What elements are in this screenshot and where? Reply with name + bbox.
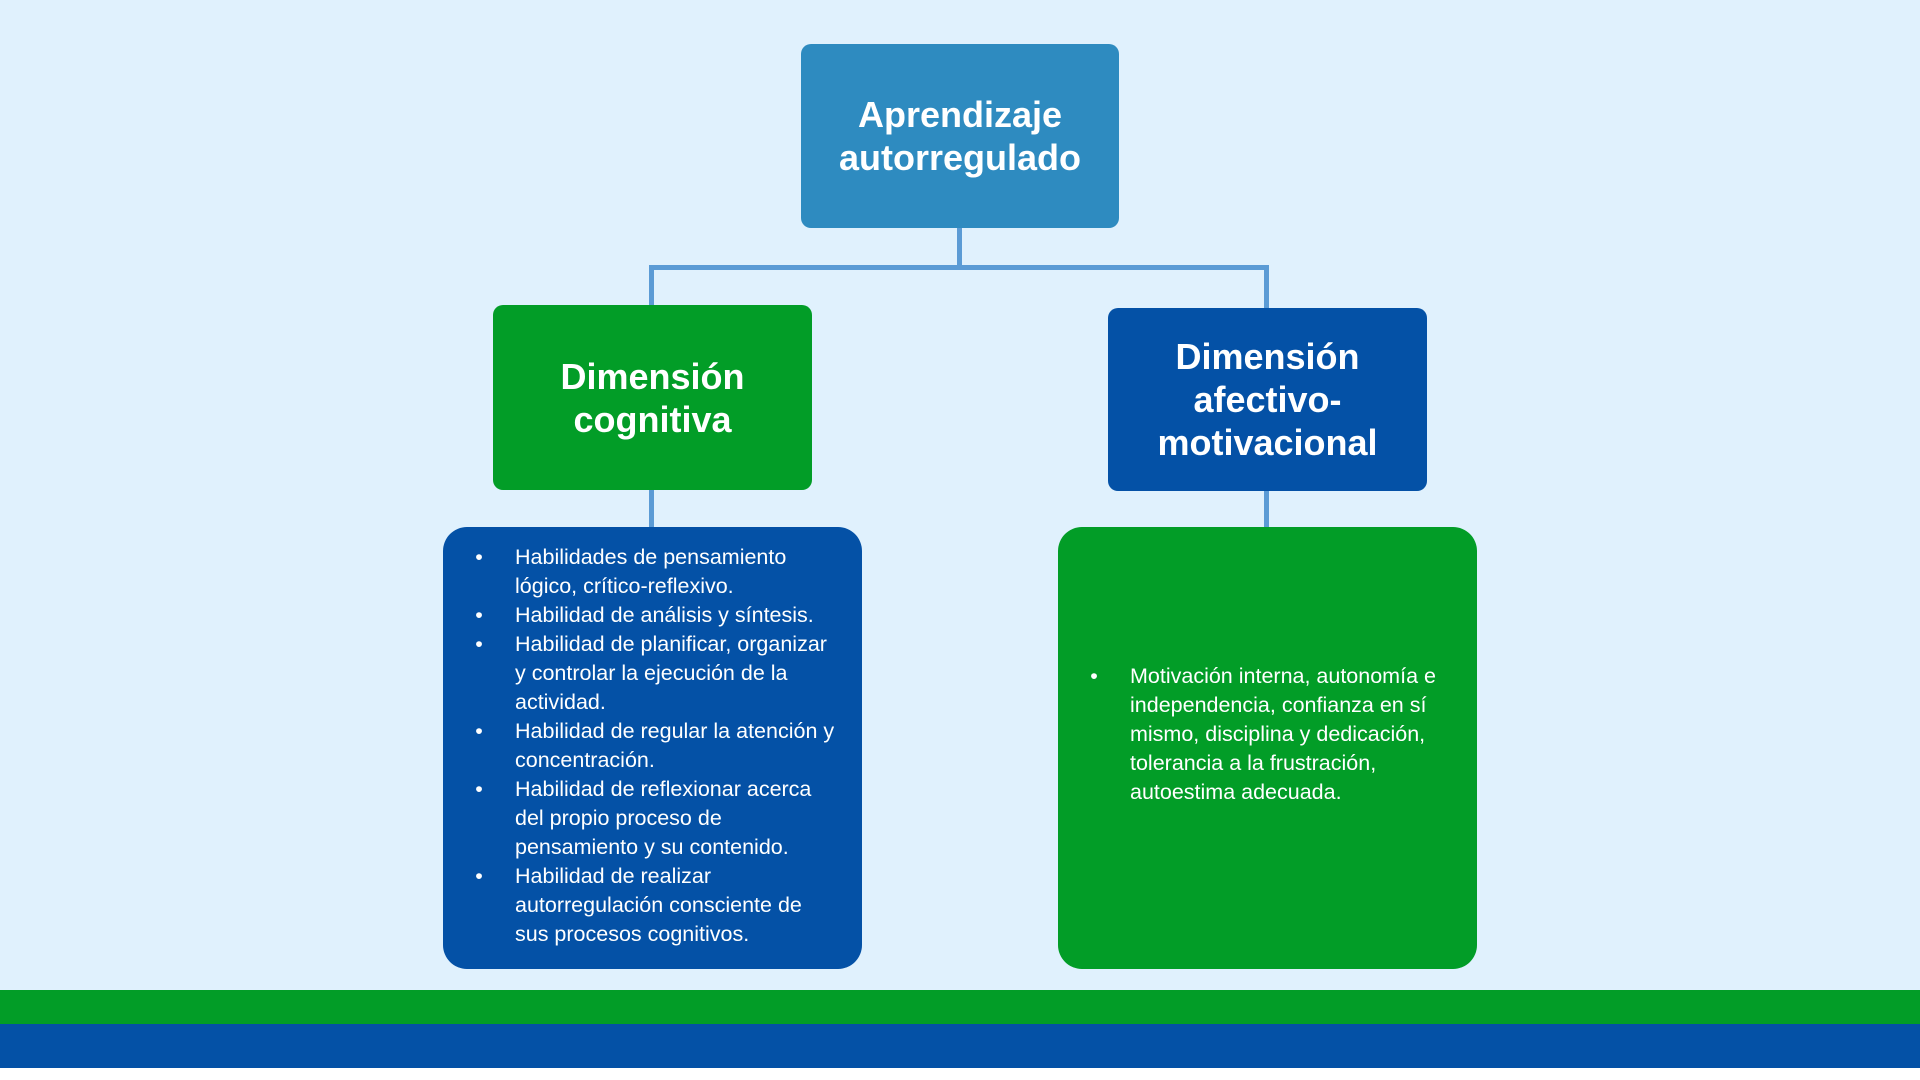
- list-item: • Habilidad de realizar autorregulación c…: [469, 862, 838, 949]
- cognitive-title-line: Dimensión: [560, 355, 745, 397]
- bullet-icon: •: [1090, 663, 1098, 688]
- list-item: • Habilidad de reflexionar acerca del pro…: [469, 775, 838, 862]
- cognitive-skills-list: • Habilidades de pensamiento lógico, crít…: [469, 543, 838, 949]
- footer-blue-band: [0, 1024, 1920, 1068]
- bullet-icon: •: [475, 603, 483, 627]
- list-item-text: Habilidad de regular la atención y conce…: [515, 719, 835, 772]
- affective-dimension-node: Dimensión afectivo- motivacional: [1108, 308, 1427, 491]
- root-node-line: Aprendizaje: [857, 94, 1063, 135]
- affective-traits-panel: • Motivación interna, autonomía e indepen…: [1058, 527, 1477, 969]
- list-item-text: Habilidad de realizar autorregulación co…: [515, 864, 802, 946]
- affective-dimension-label: Dimensión afectivo- motivacional: [1157, 335, 1377, 464]
- bullet-icon: •: [475, 719, 483, 743]
- bullet-icon: •: [475, 545, 483, 569]
- bullet-icon: •: [475, 632, 483, 656]
- list-item: • Habilidades de pensamiento lógico, crít…: [469, 543, 838, 601]
- cognitive-dimension-node: Dimensión cognitiva: [493, 305, 812, 490]
- list-item: • Habilidad de regular la atención y conc…: [469, 717, 838, 775]
- root-node: Aprendizaje autorregulado: [801, 44, 1119, 228]
- cognitive-title-line: cognitiva: [573, 398, 732, 440]
- connector-affective-panel: [1264, 491, 1269, 530]
- cognitive-skills-panel: • Habilidades de pensamiento lógico, crít…: [443, 527, 862, 969]
- root-node-label: Aprendizaje autorregulado: [839, 93, 1081, 179]
- cognitive-dimension-label: Dimensión cognitiva: [560, 355, 744, 441]
- list-item: • Motivación interna, autonomía e indepen…: [1084, 662, 1453, 807]
- affective-title-line: motivacional: [1157, 422, 1378, 463]
- connector-horizontal: [649, 265, 1269, 270]
- affective-traits-list: • Motivación interna, autonomía e indepen…: [1084, 662, 1453, 807]
- connector-right-down: [1264, 265, 1269, 310]
- bullet-icon: •: [475, 864, 483, 888]
- footer-green-band: [0, 990, 1920, 1024]
- footer-bottom-edge: [0, 1068, 1920, 1080]
- list-item-text: Habilidad de análisis y síntesis.: [515, 603, 814, 627]
- connector-left-down: [649, 265, 654, 307]
- connector-cognitive-panel: [649, 490, 654, 530]
- affective-title-line: afectivo-: [1193, 379, 1342, 420]
- affective-title-line: Dimensión: [1175, 336, 1360, 377]
- root-node-line: autorregulado: [838, 137, 1081, 178]
- list-item: • Habilidad de análisis y síntesis.: [469, 601, 838, 630]
- list-item-text: Habilidad de reflexionar acerca del prop…: [515, 777, 812, 859]
- list-item: • Habilidad de planificar, organizar y co…: [469, 630, 838, 717]
- list-item-text: Habilidades de pensamiento lógico, críti…: [515, 545, 787, 598]
- connector-root-down: [957, 228, 962, 268]
- list-item-text: Motivación interna, autonomía e independ…: [1130, 663, 1436, 804]
- list-item-text: Habilidad de planificar, organizar y con…: [515, 632, 827, 714]
- bullet-icon: •: [475, 777, 483, 801]
